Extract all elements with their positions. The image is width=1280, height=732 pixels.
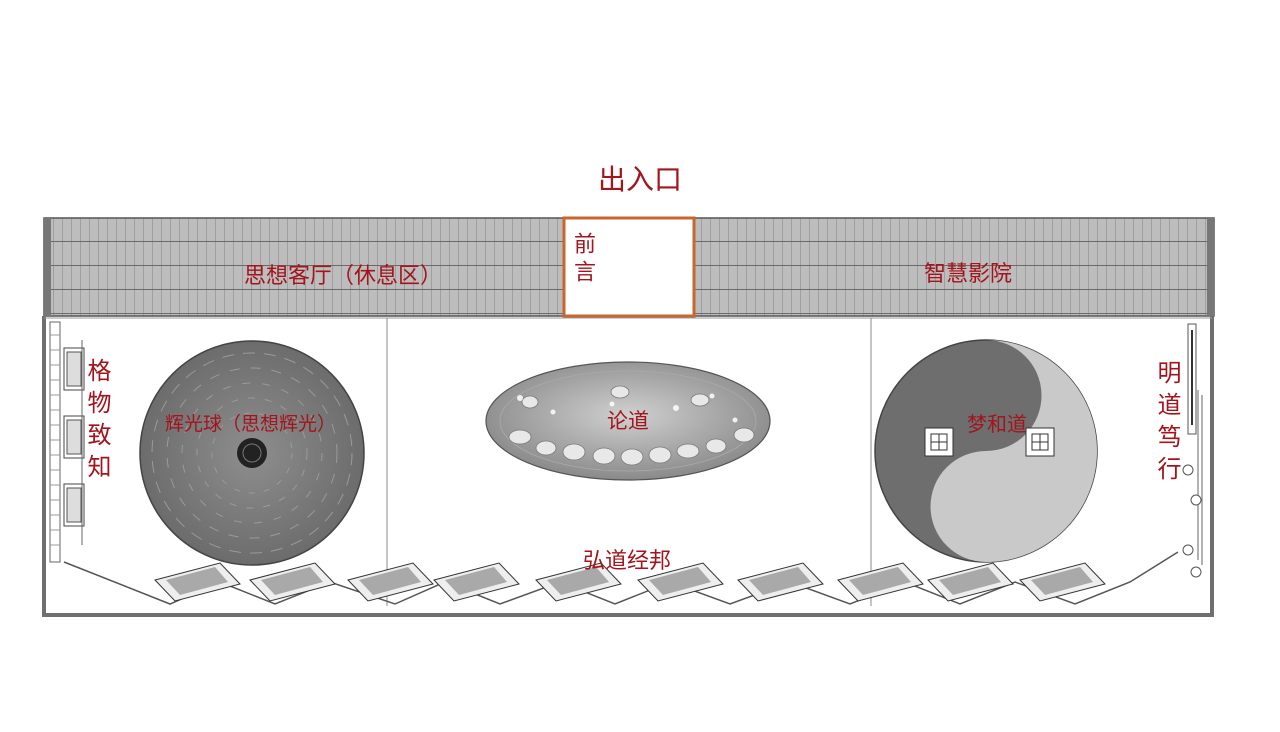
preface-box xyxy=(562,216,696,318)
discussion-oval xyxy=(485,361,771,481)
right-wall-label: 明道笃行 xyxy=(1153,360,1181,488)
taiji-label: 梦和道 xyxy=(967,412,1027,436)
sphere-label: 辉光球（思想辉光） xyxy=(165,413,337,435)
preface-label: 前言 xyxy=(570,232,595,288)
lounge-label: 思想客厅（休息区） xyxy=(244,264,443,289)
left-wall-label: 格物致知 xyxy=(83,358,111,486)
taiji-platform xyxy=(874,339,1098,563)
center-label: 论道 xyxy=(607,409,649,433)
display-cases xyxy=(154,562,1106,602)
glow-sphere xyxy=(139,340,365,566)
cinema-label: 智慧影院 xyxy=(924,262,1013,287)
entrance-label: 出入口 xyxy=(597,163,682,196)
hall-walls xyxy=(42,316,1214,617)
right-wall-fixtures xyxy=(1182,323,1203,578)
bottom-label: 弘道经邦 xyxy=(583,549,672,574)
left-wall-cabinets xyxy=(49,321,85,563)
